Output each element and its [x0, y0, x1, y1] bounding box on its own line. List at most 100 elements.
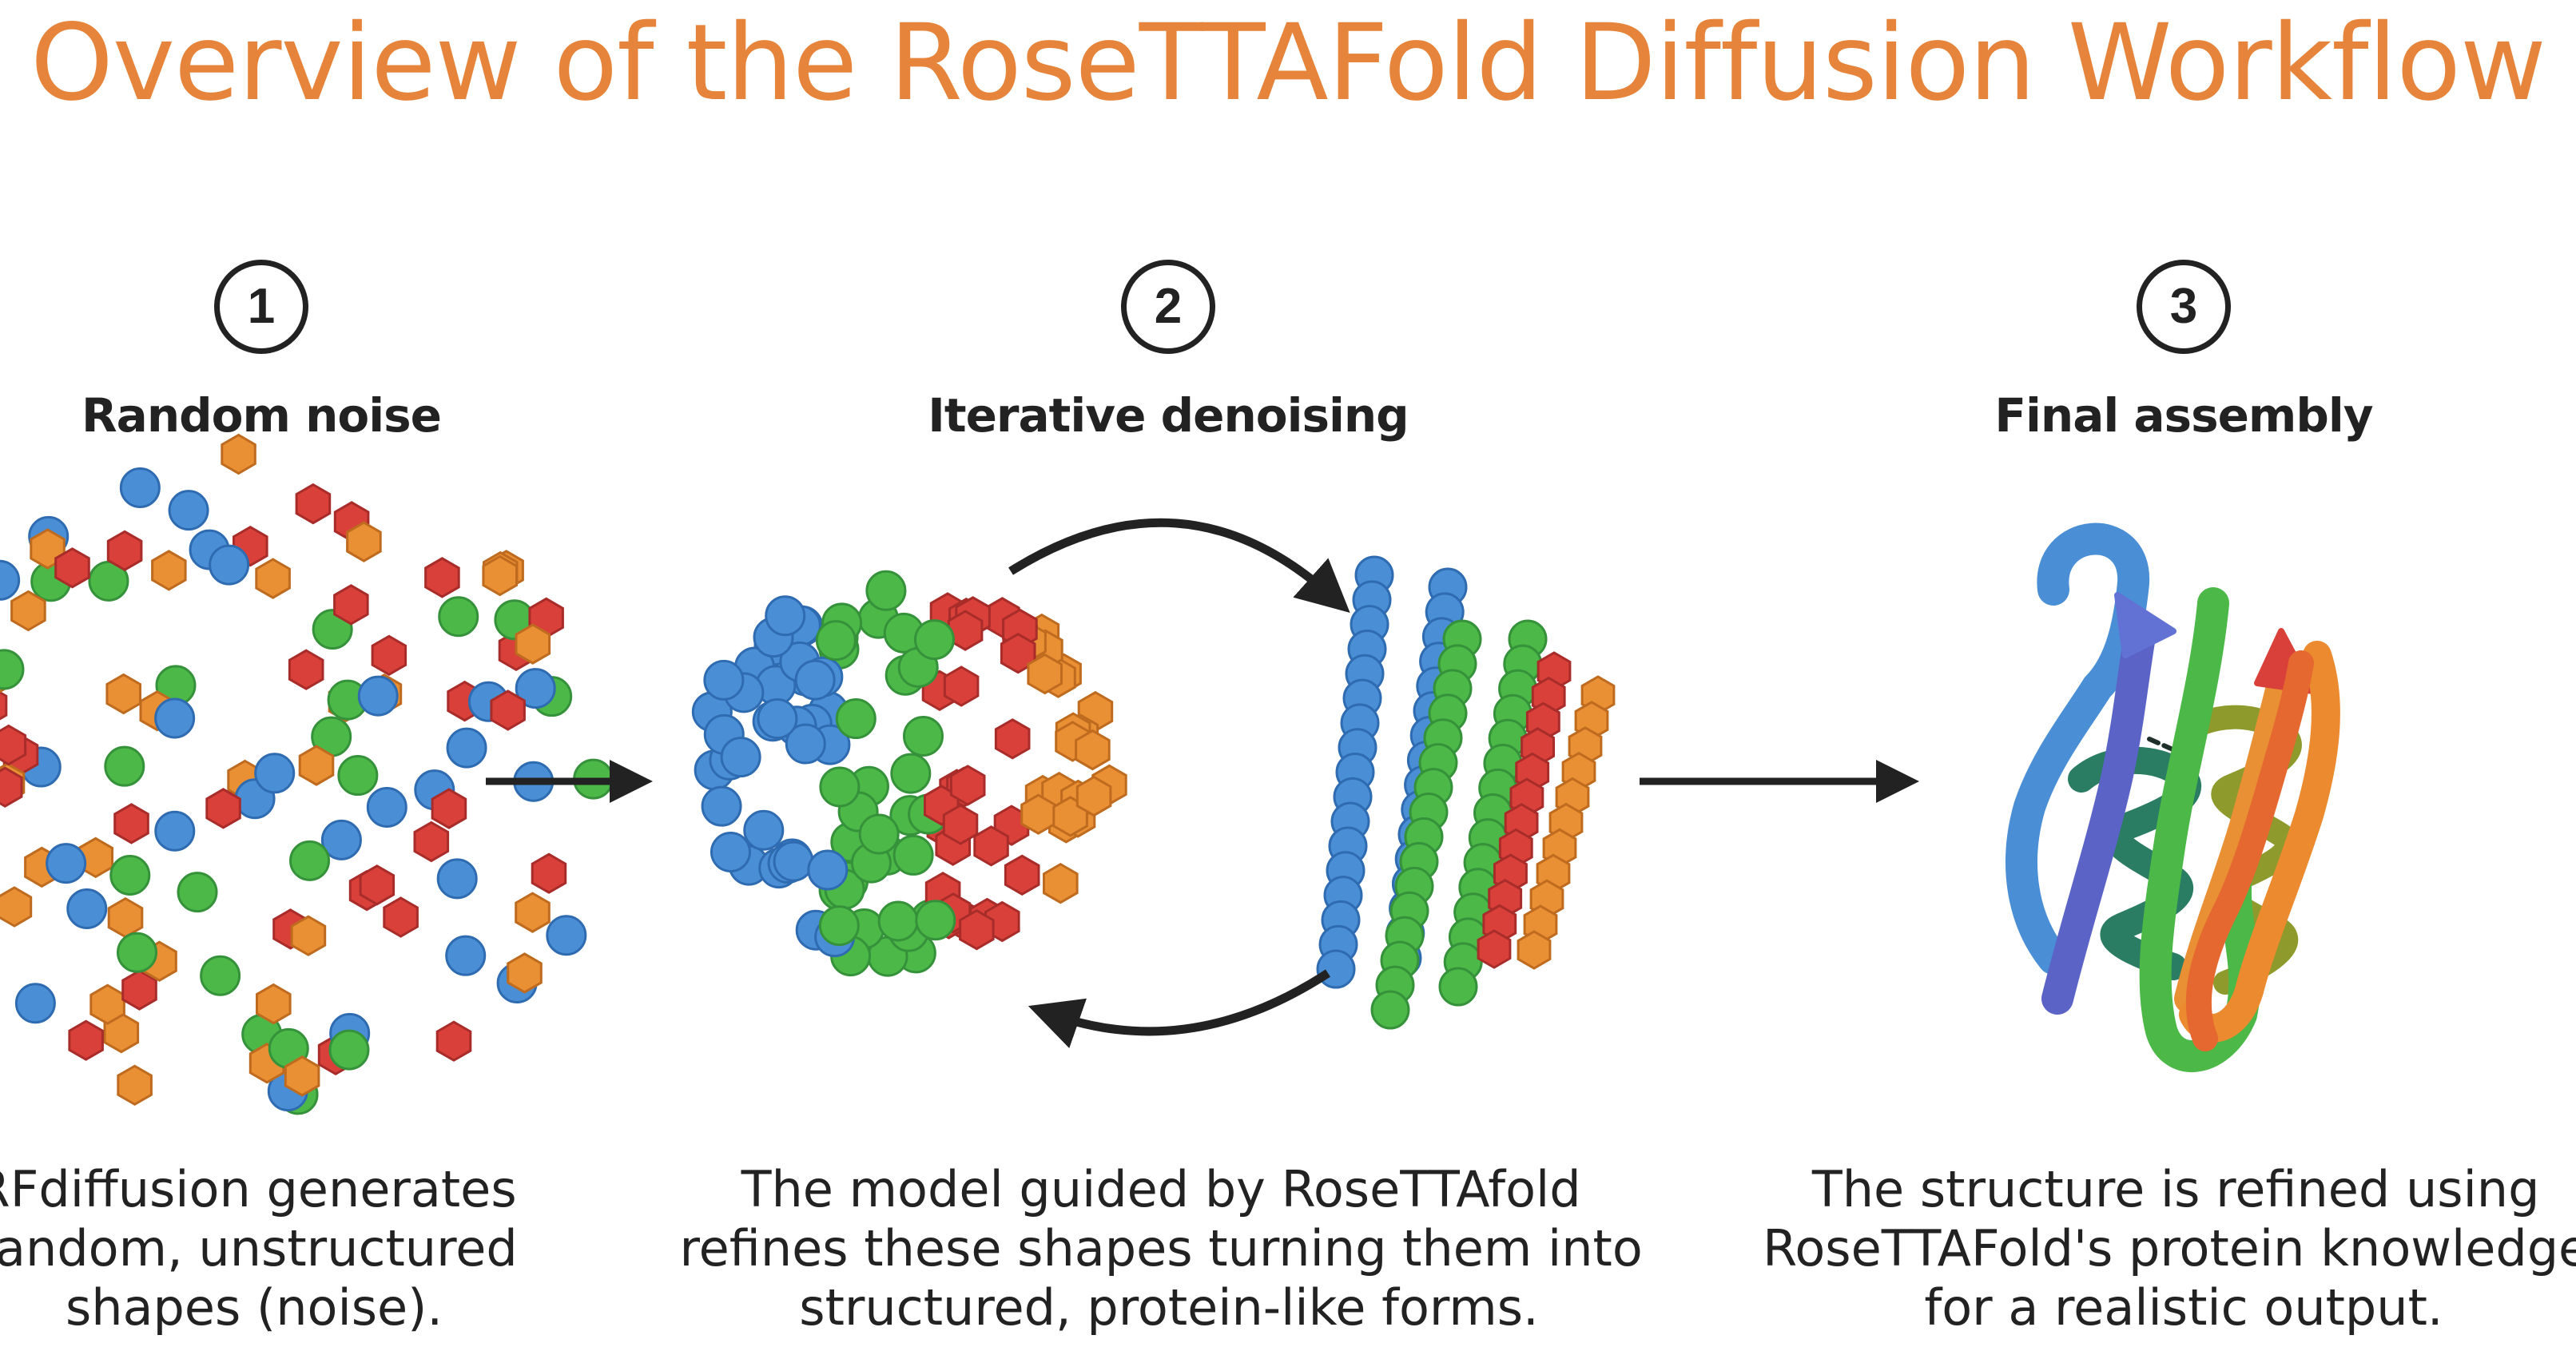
circle-marker	[14, 983, 56, 1024]
hexagon-marker	[89, 983, 125, 1025]
hexagon-marker	[1020, 793, 1056, 835]
circle-marker	[785, 723, 826, 765]
circle-marker	[819, 766, 861, 808]
circle-marker	[117, 932, 158, 973]
hexagon-marker	[383, 896, 419, 938]
hexagon-marker	[515, 892, 551, 933]
circle-marker	[445, 935, 487, 976]
step-1-number-badge: 1	[214, 260, 308, 354]
hexagon-marker	[949, 765, 986, 806]
hexagon-marker	[107, 896, 144, 939]
circle-marker	[46, 843, 87, 884]
hexagon-marker	[1517, 930, 1552, 970]
circle-marker	[765, 595, 806, 637]
hexagon-marker	[205, 788, 241, 829]
hexagon-marker	[117, 1064, 153, 1107]
hexagon-marker	[1043, 862, 1079, 904]
step-3-number-badge: 3	[2137, 260, 2231, 354]
hexagon-marker	[435, 1020, 472, 1062]
hexagon-marker	[0, 886, 33, 928]
hexagon-marker	[284, 1055, 320, 1097]
circle-marker	[703, 659, 745, 701]
step-3: 3 Final assembly	[1784, 260, 2576, 443]
circle-marker	[357, 675, 399, 717]
step-2-description: The model guided by RoseTTAfold refines …	[680, 1160, 1659, 1337]
circle-marker	[1370, 990, 1410, 1030]
circle-marker	[794, 659, 836, 701]
protein-ribbon-icon	[2006, 523, 2340, 1072]
circle-marker	[915, 900, 956, 941]
circle-marker	[438, 596, 479, 638]
circle-marker	[835, 698, 877, 740]
circle-marker	[446, 727, 487, 769]
circle-marker	[710, 831, 751, 872]
hexagon-marker	[54, 547, 90, 589]
hexagon-marker	[295, 483, 332, 525]
circle-marker	[154, 810, 196, 852]
circle-marker	[865, 570, 907, 611]
circle-marker	[104, 745, 145, 787]
circle-marker	[154, 697, 196, 739]
circle-marker	[515, 668, 556, 709]
circle-marker	[720, 737, 761, 778]
circle-marker	[913, 619, 955, 661]
circle-marker	[743, 809, 785, 851]
circle-marker	[546, 915, 587, 956]
hexagon-marker	[490, 689, 526, 731]
hexagon-marker	[1477, 929, 1512, 969]
hexagon-marker	[943, 666, 980, 707]
circle-marker	[209, 544, 250, 586]
circle-marker	[701, 785, 742, 827]
circle-marker	[773, 840, 814, 882]
circle-marker	[858, 813, 900, 855]
circle-marker	[66, 888, 108, 929]
hexagon-marker	[1075, 729, 1111, 771]
step-2: 2 Iterative denoising	[769, 260, 1568, 443]
hexagon-marker	[0, 690, 8, 721]
denoising-blob-cluster	[691, 570, 1127, 977]
circle-marker	[109, 855, 151, 896]
circle-marker	[902, 715, 944, 757]
hexagon-marker	[121, 969, 157, 1011]
cycle-arrow-icon	[1028, 969, 1330, 1049]
circle-marker	[0, 649, 25, 690]
step-2-number-badge: 2	[1121, 260, 1215, 354]
hexagon-marker	[359, 864, 396, 906]
circle-marker	[337, 755, 379, 797]
circle-marker	[168, 490, 209, 531]
step-2-heading: Iterative denoising	[928, 388, 1409, 443]
circle-marker	[1316, 949, 1356, 989]
circle-marker	[366, 786, 407, 828]
hexagon-marker	[942, 804, 979, 845]
hexagon-marker	[431, 788, 467, 829]
hexagon-marker	[113, 803, 149, 844]
hexagon-marker	[424, 557, 460, 598]
hexagon-marker	[256, 983, 292, 1025]
circle-marker	[254, 753, 296, 794]
hexagon-marker	[298, 745, 335, 786]
circle-marker	[119, 467, 161, 509]
hexagon-marker	[1027, 653, 1063, 695]
random-noise-cluster	[0, 433, 614, 1115]
circle-marker	[177, 872, 218, 913]
hexagon-marker	[994, 718, 1031, 760]
hexagon-marker	[333, 584, 369, 626]
hexagon-marker	[947, 610, 984, 651]
step-1-description: RFdiffusion generates random, unstructur…	[0, 1160, 533, 1337]
circle-marker	[328, 1029, 370, 1071]
hexagon-marker	[221, 433, 256, 475]
hexagon-marker	[106, 530, 143, 572]
circle-marker	[320, 819, 362, 860]
hexagon-marker	[10, 590, 46, 632]
circle-marker	[289, 840, 331, 881]
hexagon-marker	[371, 634, 407, 677]
hexagon-marker	[0, 724, 27, 766]
step-3-description: The structure is refined using RoseTTAFo…	[1763, 1160, 2576, 1337]
hexagon-marker	[151, 550, 187, 591]
hexagon-marker	[973, 825, 1009, 867]
structured-strands-cluster	[1316, 555, 1616, 1030]
circle-marker	[818, 905, 860, 947]
circle-marker	[877, 900, 919, 942]
circle-marker	[1438, 967, 1478, 1007]
hexagon-marker	[531, 852, 567, 894]
